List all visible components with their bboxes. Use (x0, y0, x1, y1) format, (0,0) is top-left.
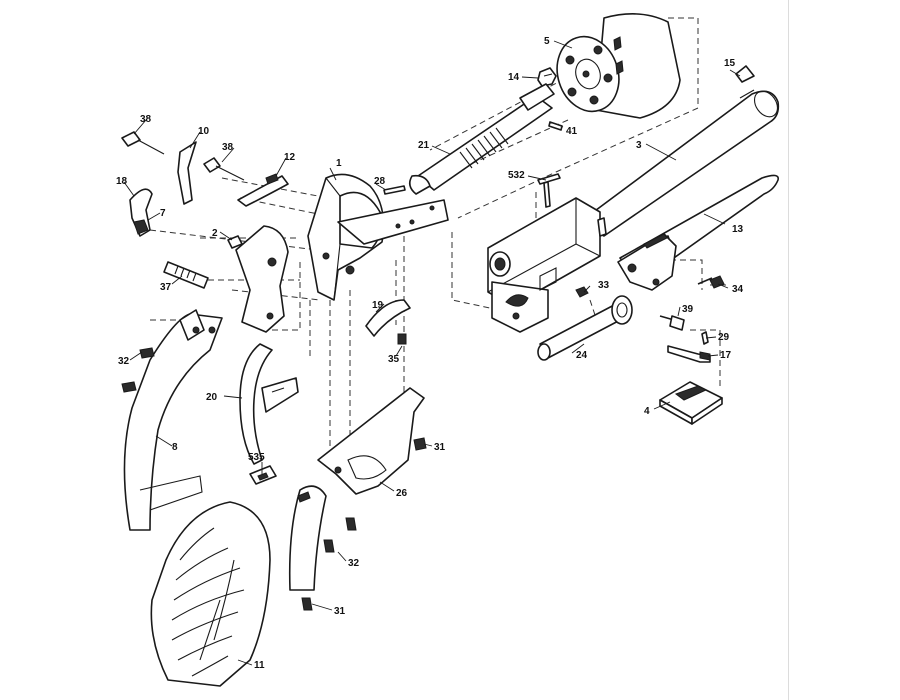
part-trigger-guard (288, 387, 425, 591)
label-part-35: 35 (388, 354, 400, 365)
part-nipple (537, 67, 557, 87)
label-part-7: 7 (160, 208, 166, 219)
part-sear-spring (237, 173, 289, 207)
part-pin-532 (537, 173, 561, 208)
part-arbor (408, 83, 555, 195)
label-part-535: 535 (248, 452, 265, 463)
label-part-11: 11 (254, 660, 265, 671)
label-part-31b: 31 (334, 606, 346, 617)
label-part-33: 33 (598, 280, 610, 291)
label-part-31a: 31 (434, 442, 446, 453)
part-cylinder (556, 13, 681, 119)
label-part-14: 14 (508, 72, 520, 83)
label-part-32b: 32 (348, 558, 360, 569)
part-screw-34 (697, 275, 725, 289)
part-loading-lever (617, 174, 779, 291)
part-bolt (177, 141, 197, 205)
part-latch (667, 345, 711, 363)
part-screw-39 (659, 315, 685, 331)
label-part-21: 21 (418, 140, 430, 151)
part-backstrap (123, 309, 223, 531)
label-part-532: 532 (508, 170, 525, 181)
label-part-29: 29 (718, 332, 730, 343)
label-part-20: 20 (206, 392, 218, 403)
part-screw-31a (413, 437, 427, 451)
part-screw-38a (121, 131, 165, 155)
part-screw-32a (121, 347, 155, 393)
part-trigger-spring (365, 299, 411, 337)
label-part-37: 37 (160, 282, 172, 293)
part-pin-28 (383, 185, 406, 195)
part-rammer (537, 295, 633, 361)
part-screw-35 (397, 333, 407, 345)
label-part-19: 19 (372, 300, 384, 311)
label-part-13: 13 (732, 224, 744, 235)
label-part-2: 2 (212, 228, 218, 239)
label-part-38a: 38 (140, 114, 152, 125)
part-screw-33 (575, 286, 589, 298)
part-front-sight (735, 65, 755, 83)
part-part-535 (249, 465, 277, 485)
label-part-4: 4 (644, 406, 650, 417)
label-part-3: 3 (636, 140, 642, 151)
label-part-10: 10 (198, 126, 210, 137)
part-screw-38b (203, 157, 245, 181)
label-part-26: 26 (396, 488, 408, 499)
label-part-41: 41 (566, 126, 578, 137)
label-part-34: 34 (732, 284, 744, 295)
part-barrel (487, 89, 780, 333)
part-mainspring (239, 343, 299, 465)
label-part-28: 28 (374, 176, 386, 187)
part-hand (227, 225, 289, 333)
label-part-12: 12 (284, 152, 296, 163)
label-part-38b: 38 (222, 142, 234, 153)
label-part-5: 5 (544, 36, 550, 47)
label-part-15: 15 (724, 58, 736, 69)
label-part-32a: 32 (118, 356, 130, 367)
label-part-1: 1 (336, 158, 342, 169)
leader-lines (123, 40, 741, 666)
part-number-labels: 1 2 3 4 5 7 8 10 11 12 13 14 15 17 18 19… (116, 36, 744, 671)
part-screw-37 (163, 261, 209, 289)
part-grip (150, 501, 271, 687)
part-pin-29 (701, 331, 709, 345)
part-screw-32b (323, 517, 357, 553)
part-wedge-block (659, 381, 723, 425)
part-screw-31b (301, 597, 313, 611)
label-part-8: 8 (172, 442, 178, 453)
label-part-17: 17 (720, 350, 732, 361)
part-hammer (307, 173, 449, 301)
page-edge-line (788, 0, 789, 700)
label-part-39: 39 (682, 304, 694, 315)
part-trigger (129, 188, 153, 237)
label-part-18: 18 (116, 176, 128, 187)
label-part-24: 24 (576, 350, 588, 361)
